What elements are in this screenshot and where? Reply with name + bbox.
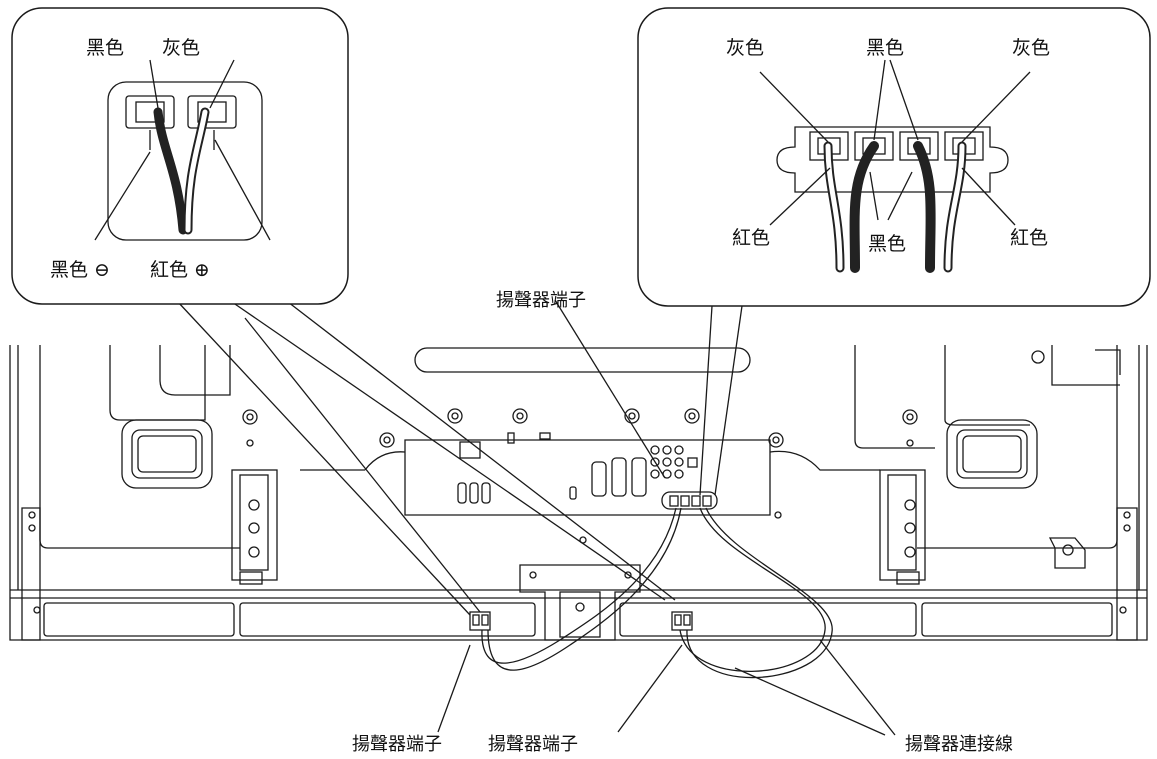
right-bottom-label-red-left: 紅色 <box>732 227 770 249</box>
speaker-terminal-right-label: 揚聲器端子 <box>488 734 578 755</box>
speaker-cable-label: 揚聲器連接線 <box>905 734 1013 755</box>
right-top-label-gray-right: 灰色 <box>1012 37 1050 59</box>
left-top-label-gray: 灰色 <box>162 37 200 59</box>
right-callout-panel <box>637 7 1151 307</box>
right-top-label-gray-left: 灰色 <box>726 37 764 59</box>
left-wire-black <box>153 107 188 235</box>
right-bottom-label-red-right: 紅色 <box>1010 227 1048 249</box>
left-bottom-label-red-positive: 紅色 ⊕ <box>150 259 210 281</box>
tv-back-panel <box>9 345 1148 641</box>
right-terminal-plate <box>776 126 1009 193</box>
right-callout: 灰色 黑色 灰色 紅色 黑色 紅色 <box>637 7 1151 307</box>
speaker-cables <box>481 507 833 679</box>
speaker-terminal-left-label: 揚聲器端子 <box>352 734 442 755</box>
right-bottom-label-black: 黑色 <box>868 233 906 255</box>
left-callout: 黑色 灰色 黑色 ⊖ 紅色 ⊕ <box>11 7 349 305</box>
speaker-terminal-main-label: 揚聲器端子 <box>496 290 586 311</box>
callout-pointers <box>177 299 896 736</box>
left-bottom-label-black-negative: 黑色 ⊖ <box>50 259 110 281</box>
left-terminal-housing <box>107 81 263 241</box>
left-top-label-black: 黑色 <box>86 37 124 59</box>
right-top-label-black: 黑色 <box>866 37 904 59</box>
